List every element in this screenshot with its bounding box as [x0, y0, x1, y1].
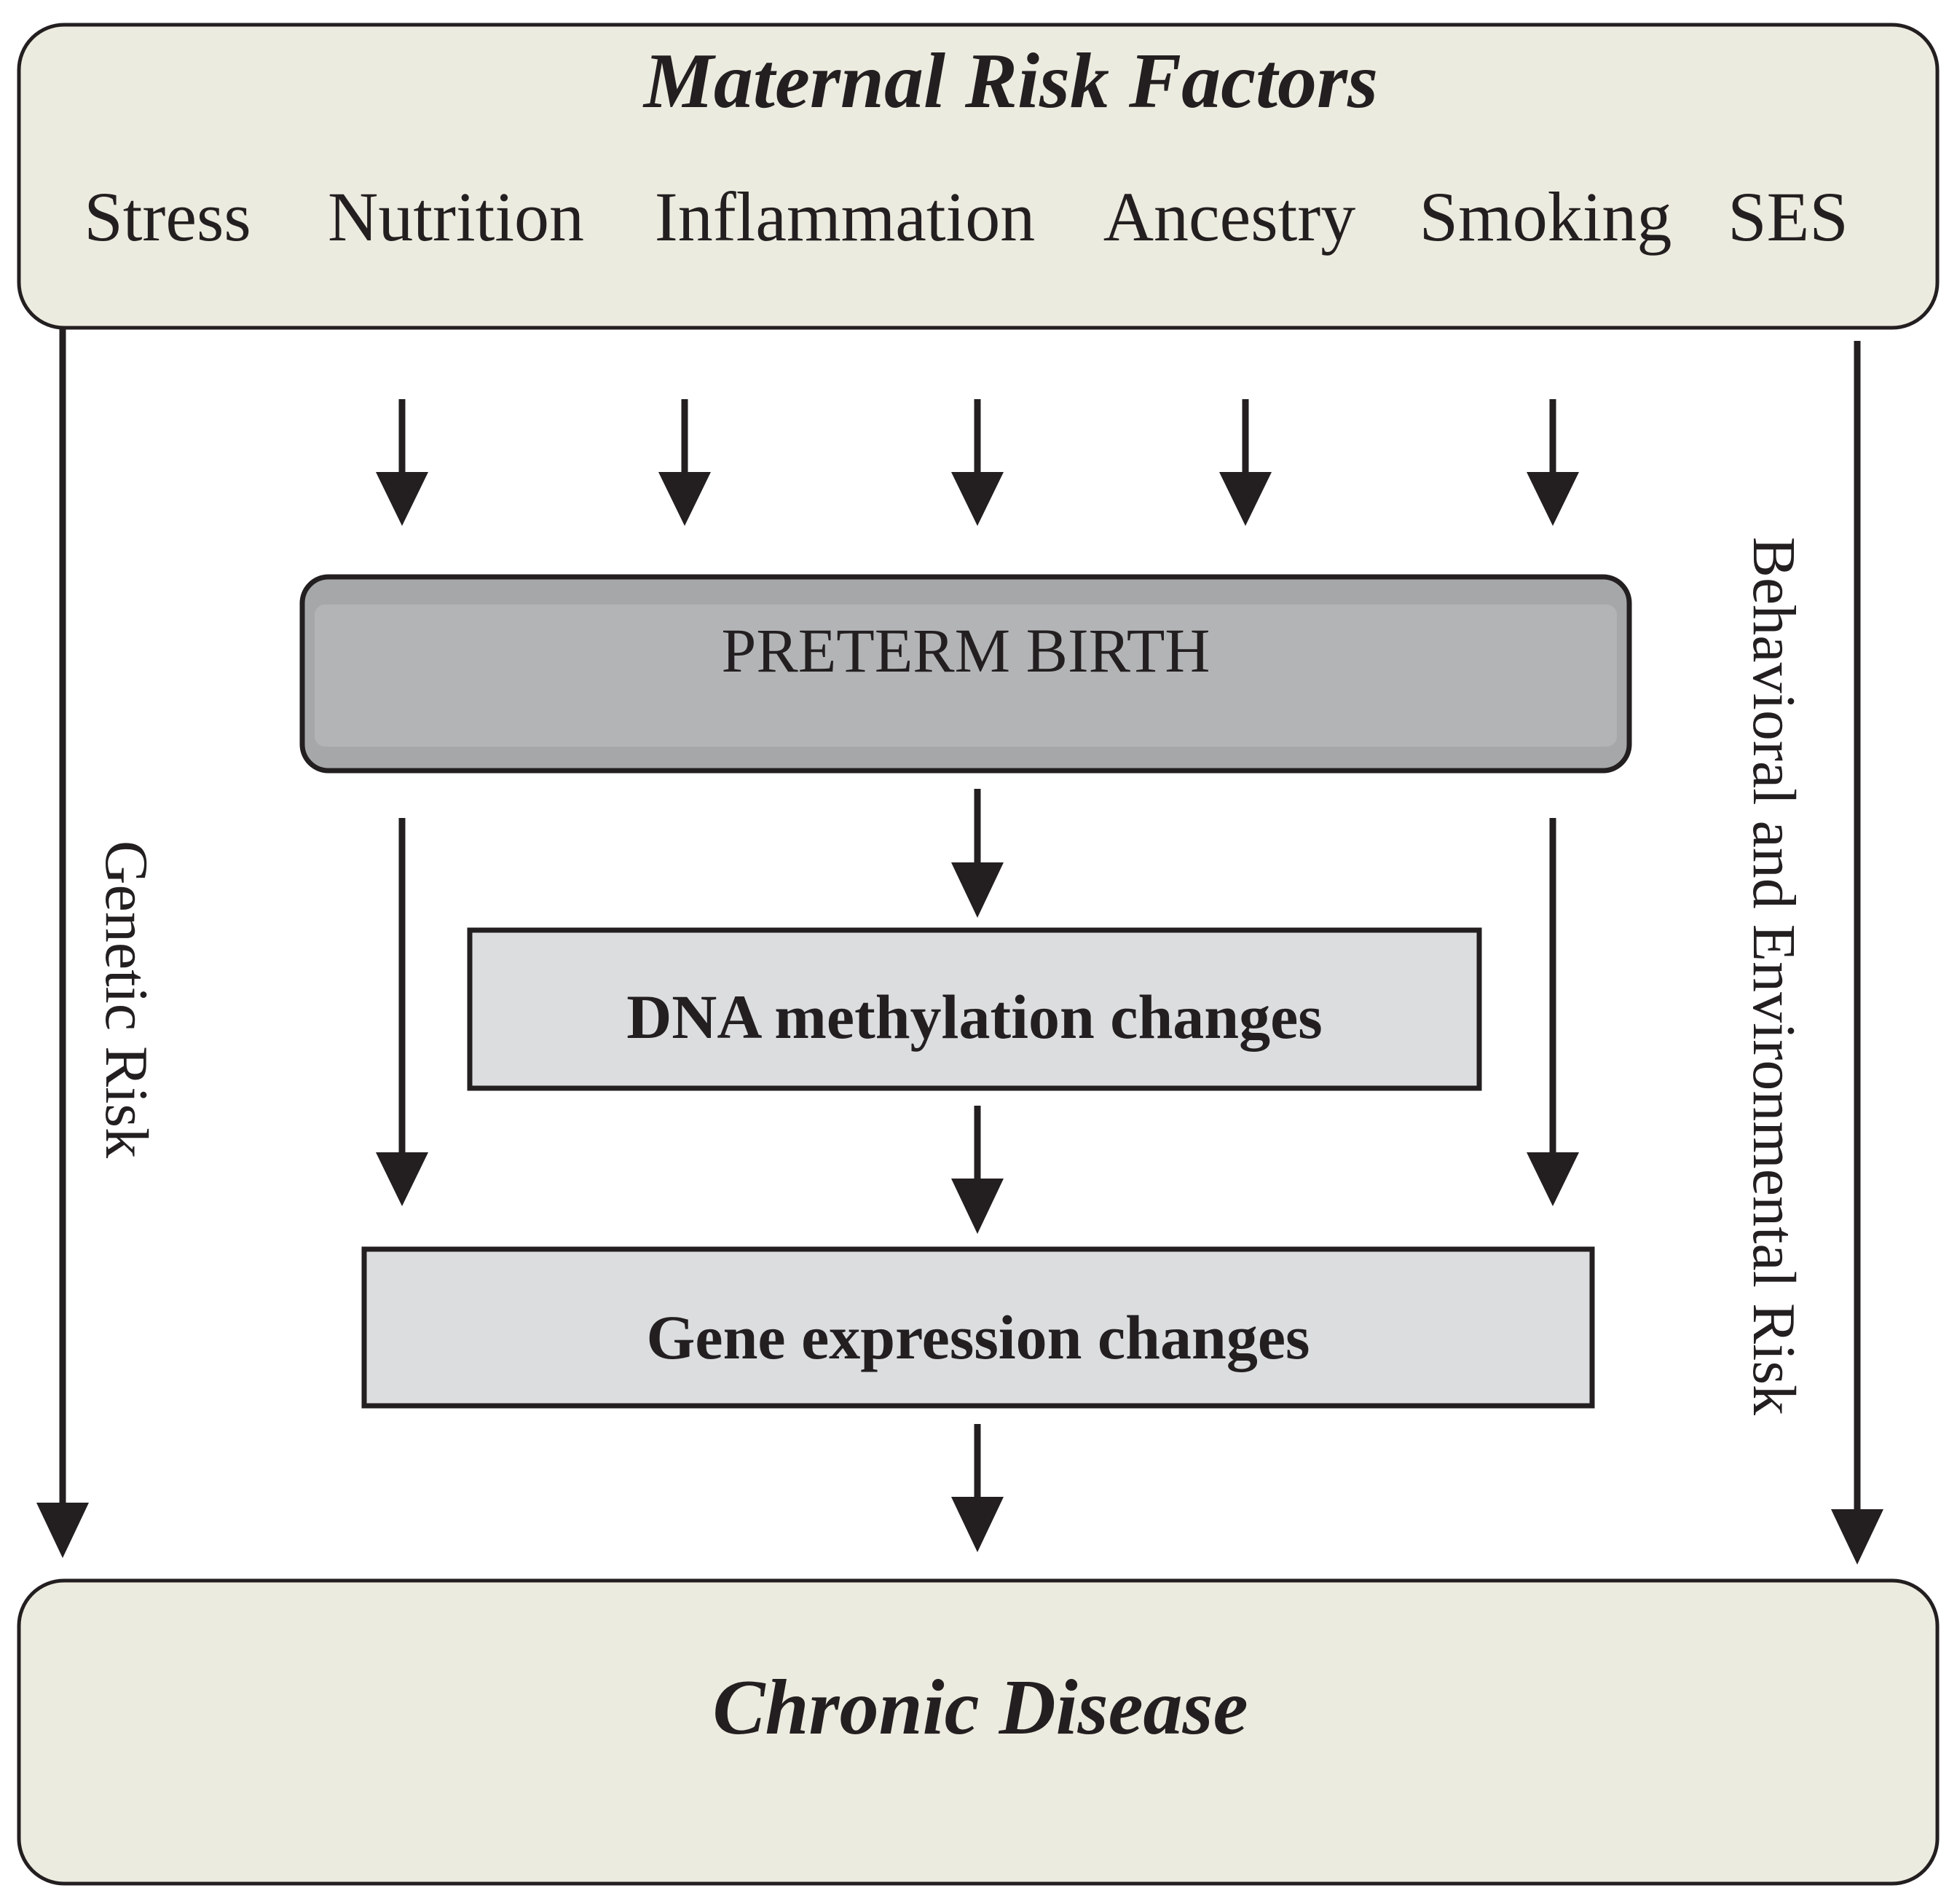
- dna-methylation-box: DNA methylation changes: [467, 927, 1482, 1091]
- factor-nutrition: Nutrition: [328, 178, 584, 256]
- preterm-birth-inner: [315, 605, 1617, 747]
- factor-arrows: [376, 399, 1579, 526]
- down-arrow-icon: [376, 399, 428, 526]
- down-arrow-icon: [951, 399, 1004, 526]
- down-arrow-icon: [36, 328, 89, 1558]
- down-arrow-icon: [951, 1106, 1004, 1234]
- dna-methylation-frame: [467, 927, 1482, 1091]
- down-arrow-icon: [1831, 341, 1883, 1565]
- genetic-risk-path: Genetic Risk: [36, 328, 160, 1558]
- gene-expression-box: Gene expression changes: [361, 1246, 1595, 1409]
- behavioral-environmental-risk-path: Behavioral and Environmental Risk: [1740, 341, 1883, 1565]
- maternal-risk-factors-box: Maternal Risk Factors Stress Nutrition I…: [17, 23, 1940, 330]
- chronic-disease-box: Chronic Disease: [17, 1578, 1940, 1886]
- behavioral-environmental-risk-label: Behavioral and Environmental Risk: [1740, 537, 1808, 1415]
- gene-expression-frame: [361, 1246, 1595, 1409]
- chronic-disease-frame: [17, 1578, 1940, 1886]
- preterm-birth-label: PRETERM BIRTH: [722, 615, 1210, 685]
- genetic-risk-label: Genetic Risk: [92, 841, 160, 1158]
- maternal-risk-factors-title: Maternal Risk Factors: [642, 38, 1378, 125]
- factor-stress: Stress: [84, 178, 251, 256]
- gene-expression-label: Gene expression changes: [647, 1302, 1310, 1372]
- chronic-disease-title: Chronic Disease: [712, 1664, 1248, 1751]
- down-arrow-icon: [951, 1424, 1004, 1552]
- factor-ses: SES: [1728, 178, 1848, 256]
- down-arrow-icon: [1219, 399, 1272, 526]
- down-arrow-icon: [1527, 818, 1579, 1206]
- factor-inflammation: Inflammation: [655, 178, 1036, 256]
- down-arrow-icon: [1527, 399, 1579, 526]
- down-arrow-icon: [376, 818, 428, 1206]
- factor-smoking: Smoking: [1420, 178, 1672, 256]
- dna-methylation-label: DNA methylation changes: [626, 982, 1323, 1052]
- maternal-risk-factors-frame: [17, 23, 1940, 330]
- down-arrow-icon: [658, 399, 711, 526]
- factor-ancestry: Ancestry: [1103, 178, 1356, 256]
- down-arrow-icon: [951, 789, 1004, 918]
- preterm-birth-box: PRETERM BIRTH: [299, 574, 1632, 774]
